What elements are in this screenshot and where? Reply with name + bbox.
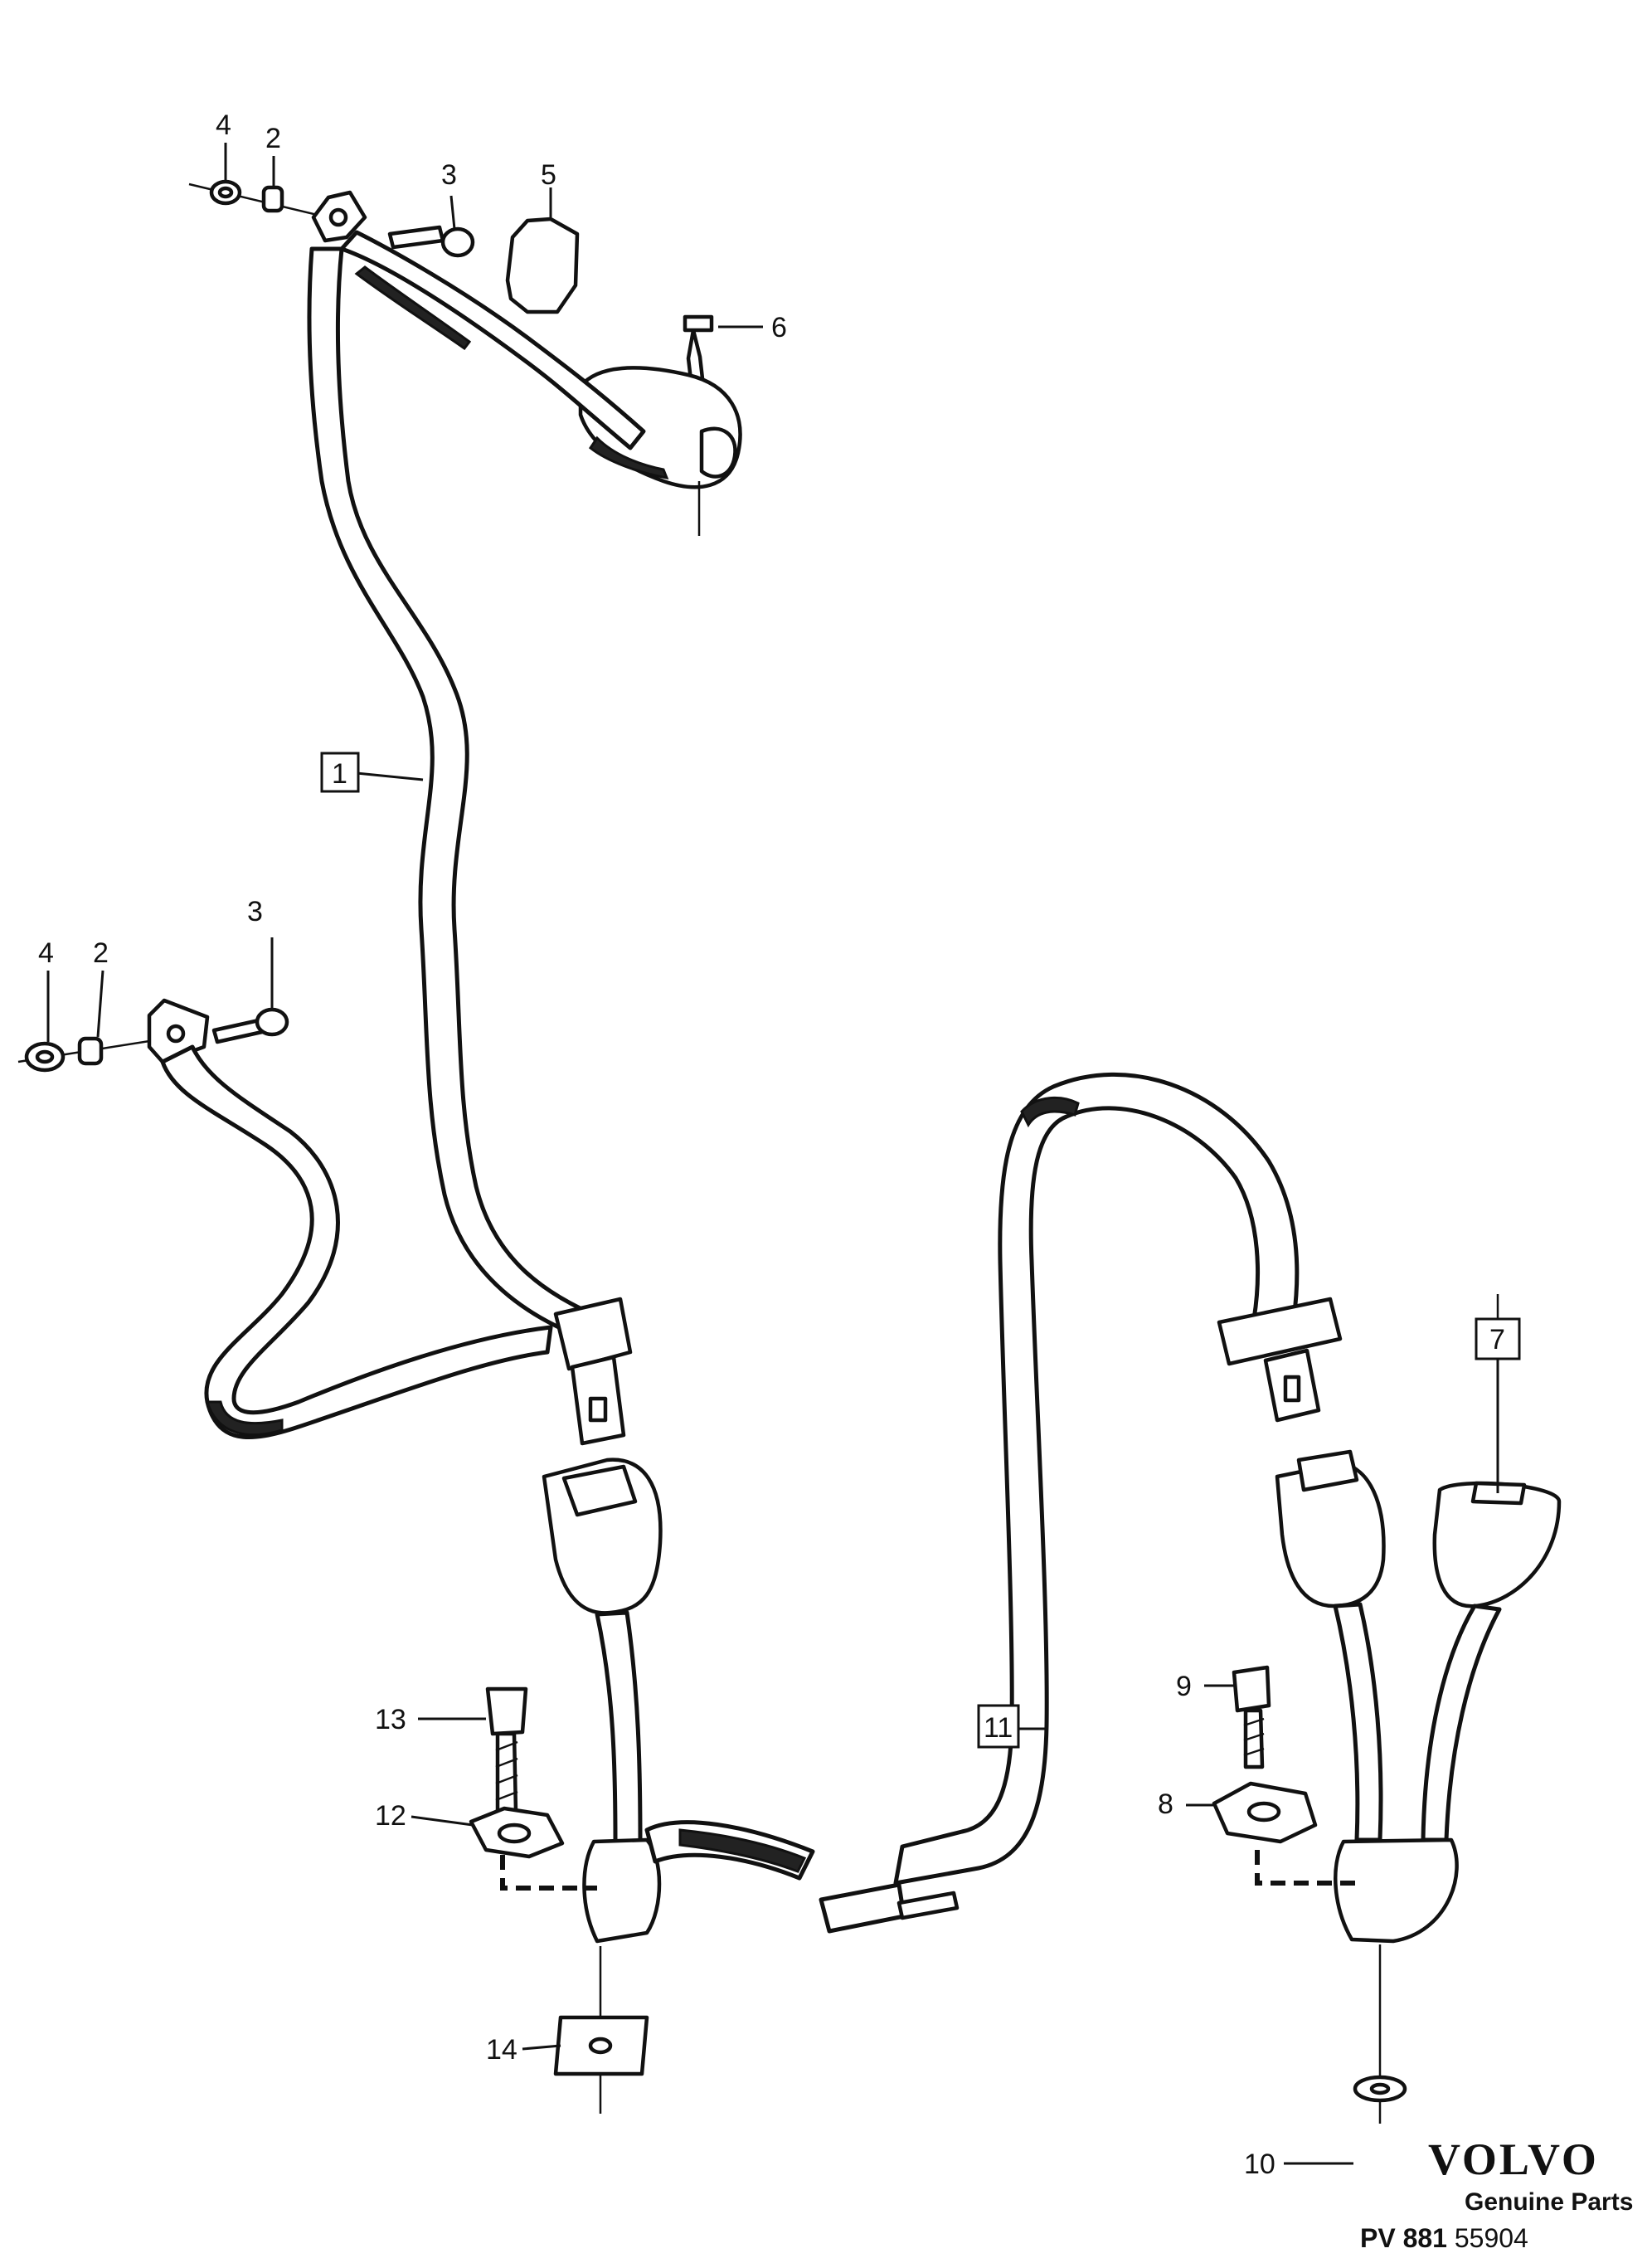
anchor-cover xyxy=(505,217,580,314)
volvo-logo: VOLVO xyxy=(1428,2134,1599,2184)
left-floor-hardware xyxy=(469,1686,649,2114)
lower-anchor-hardware xyxy=(17,998,289,1073)
callout-13: 13 xyxy=(375,1704,406,1735)
code-suffix: 55904 xyxy=(1454,2223,1528,2253)
part-code: PV 881 55904 xyxy=(1360,2223,1528,2254)
callout-6: 6 xyxy=(771,312,787,343)
upper-anchor-hardware xyxy=(188,179,475,258)
code-number: 881 xyxy=(1402,2223,1447,2253)
callout-14: 14 xyxy=(486,2034,517,2066)
boxed-callouts xyxy=(320,752,1521,1749)
callout-9: 9 xyxy=(1176,1671,1192,1702)
right-buckle-assembly xyxy=(1275,1294,1562,1944)
code-prefix: PV xyxy=(1360,2223,1396,2253)
right-floor-hardware xyxy=(1212,1665,1407,2124)
shoulder-belt xyxy=(307,246,606,1343)
genuine-parts-label: Genuine Parts xyxy=(1465,2188,1634,2216)
callout-3a: 3 xyxy=(441,159,457,191)
leader-lines xyxy=(46,143,1499,2165)
shoulder-belt-strap xyxy=(339,230,646,450)
callout-10: 10 xyxy=(1244,2149,1275,2180)
callout-1: 1 xyxy=(332,758,347,790)
buckle-tongue-left xyxy=(553,1297,633,1446)
callout-5: 5 xyxy=(541,159,556,191)
callout-7: 7 xyxy=(1489,1324,1505,1355)
callout-4b: 4 xyxy=(38,937,54,969)
callout-11: 11 xyxy=(984,1712,1013,1744)
callout-2b: 2 xyxy=(93,937,109,969)
callout-4a: 4 xyxy=(216,110,231,141)
callout-3b: 3 xyxy=(247,896,263,927)
retractor-assembly xyxy=(578,314,742,536)
left-buckle-stalk xyxy=(542,1458,663,1944)
callout-8: 8 xyxy=(1158,1788,1173,1820)
callout-12: 12 xyxy=(375,1800,406,1832)
lap-belt xyxy=(160,1044,553,1439)
callout-2a: 2 xyxy=(265,123,281,154)
